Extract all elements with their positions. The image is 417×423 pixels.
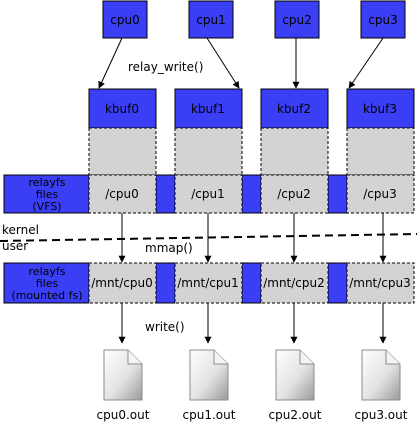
vfs-cell-cpu3-label: /cpu3 — [363, 187, 397, 201]
output-labels: cpu0.out cpu1.out cpu2.out cpu3.out — [97, 408, 408, 422]
mounted-cell-cpu3 — [346, 262, 415, 304]
cpu-row: cpu0 cpu1 cpu2 cpu3 — [102, 0, 406, 39]
vfs-label-line1: relayfs — [29, 176, 66, 189]
output-cpu2-label: cpu2.out — [269, 408, 322, 422]
kbuf2-box — [260, 88, 329, 129]
vfs-label-line3: (VFS) — [32, 200, 61, 213]
output-docs — [103, 349, 401, 401]
document-icon — [275, 349, 315, 401]
mounted-label-line1: relayfs — [29, 265, 66, 278]
mounted-label-line3: (mounted fs) — [11, 289, 82, 302]
vfs-cell-cpu1-label: /cpu1 — [191, 187, 225, 201]
write-label: write() — [145, 320, 185, 334]
document-icon — [189, 349, 229, 401]
kbuf3-buffer — [346, 127, 415, 176]
document-icon — [103, 349, 143, 401]
kbuf1-box — [174, 88, 243, 129]
output-cpu1-label: cpu1.out — [183, 408, 236, 422]
output-cpu3-label: cpu3.out — [355, 408, 408, 422]
kernel-label: kernel — [2, 223, 39, 237]
kbuf1-label: kbuf1 — [191, 102, 225, 116]
kbuf-row: kbuf0 kbuf1 kbuf2 kbuf3 — [88, 88, 415, 129]
mounted-cell-cpu2-label: /mnt/cpu2 — [263, 276, 325, 290]
arrow-cpu1-kbuf1 — [206, 37, 240, 89]
vfs-row: relayfs files (VFS) /cpu0 /cpu1 /cpu2 /c… — [3, 174, 415, 214]
mounted-cell-cpu1 — [174, 262, 243, 304]
kbuf2-label: kbuf2 — [277, 102, 311, 116]
mounted-cell-cpu0-label: /mnt/cpu0 — [91, 276, 153, 290]
vfs-cell-cpu2 — [260, 174, 329, 214]
kbuf0-label: kbuf0 — [105, 102, 139, 116]
mounted-row: relayfs files (mounted fs) /mnt/cpu0 /mn… — [3, 262, 415, 304]
mounted-blue-gap-3 — [327, 262, 348, 304]
output-cpu0-label: cpu0.out — [97, 408, 150, 422]
kbuf2-buffer — [260, 127, 329, 176]
mounted-cell-cpu3-label: /mnt/cpu3 — [349, 276, 411, 290]
vfs-label-box — [3, 174, 90, 214]
cpu2-box — [274, 0, 320, 39]
vfs-cell-cpu3 — [346, 174, 415, 214]
mmap-arrows — [118, 213, 387, 263]
arrow-cpu0-kbuf0 — [98, 37, 123, 89]
cpu0-box — [102, 0, 148, 39]
vfs-blue-gap-3 — [327, 174, 348, 214]
kbuf1-buffer — [174, 127, 243, 176]
mounted-label-line2: files — [36, 277, 59, 290]
vfs-cell-cpu0 — [88, 174, 157, 214]
write-arrows — [118, 303, 387, 344]
vfs-blue-gap-1 — [155, 174, 176, 214]
cpu0-label: cpu0 — [110, 13, 139, 27]
vfs-cell-cpu1 — [174, 174, 243, 214]
mounted-cell-cpu1-label: /mnt/cpu1 — [177, 276, 239, 290]
user-label: user — [2, 239, 28, 253]
vfs-label-line2: files — [36, 188, 59, 201]
mmap-label: mmap() — [145, 241, 193, 255]
relay-write-arrows — [98, 37, 384, 89]
vfs-cell-cpu2-label: /cpu2 — [277, 187, 311, 201]
mounted-blue-gap-1 — [155, 262, 176, 304]
arrow-cpu3-kbuf3 — [348, 37, 384, 89]
cpu3-label: cpu3 — [368, 13, 397, 27]
kbuf3-label: kbuf3 — [363, 102, 397, 116]
vfs-cell-cpu0-label: /cpu0 — [105, 187, 139, 201]
document-icon — [361, 349, 401, 401]
kbuf-buffer-areas — [88, 127, 415, 176]
relay-write-label: relay_write() — [128, 60, 203, 74]
kbuf0-box — [88, 88, 157, 129]
cpu1-box — [188, 0, 234, 39]
vfs-blue-gap-2 — [241, 174, 262, 214]
kbuf0-buffer — [88, 127, 157, 176]
cpu1-label: cpu1 — [196, 13, 225, 27]
cpu3-box — [360, 0, 406, 39]
kbuf3-box — [346, 88, 415, 129]
mounted-label-box — [3, 262, 90, 304]
cpu2-label: cpu2 — [282, 13, 311, 27]
mounted-blue-gap-2 — [241, 262, 262, 304]
